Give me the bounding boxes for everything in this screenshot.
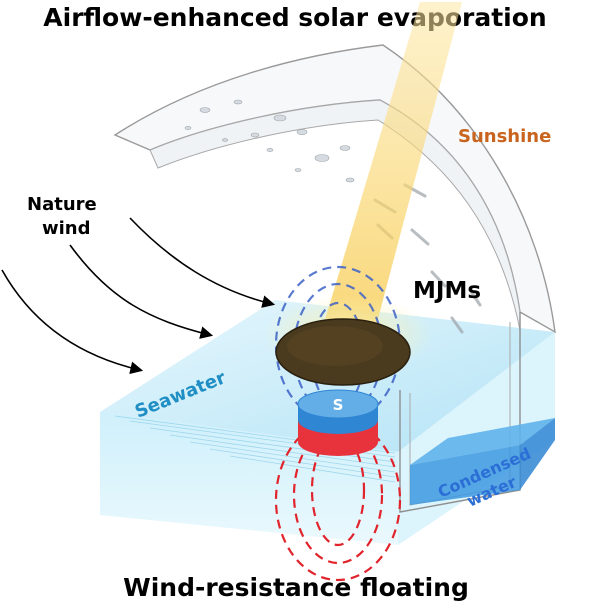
- mjm-absorber-disk: [275, 318, 411, 386]
- wind-arrows: [1, 217, 276, 375]
- mjms-label: MJMs: [413, 278, 481, 304]
- bottom-title: Wind-resistance floating: [123, 573, 469, 602]
- nature-wind-label-line2: wind: [42, 218, 91, 239]
- condensed-water-reservoir: [410, 418, 555, 505]
- top-title: Airflow-enhanced solar evaporation: [43, 3, 546, 32]
- condensed-droplets: [184, 99, 355, 183]
- sunshine-label: Sunshine: [458, 126, 551, 147]
- nature-wind-label-line1: Nature: [27, 194, 97, 215]
- floating-magnet: S: [297, 389, 379, 456]
- magnet-pole-label: S: [333, 396, 344, 414]
